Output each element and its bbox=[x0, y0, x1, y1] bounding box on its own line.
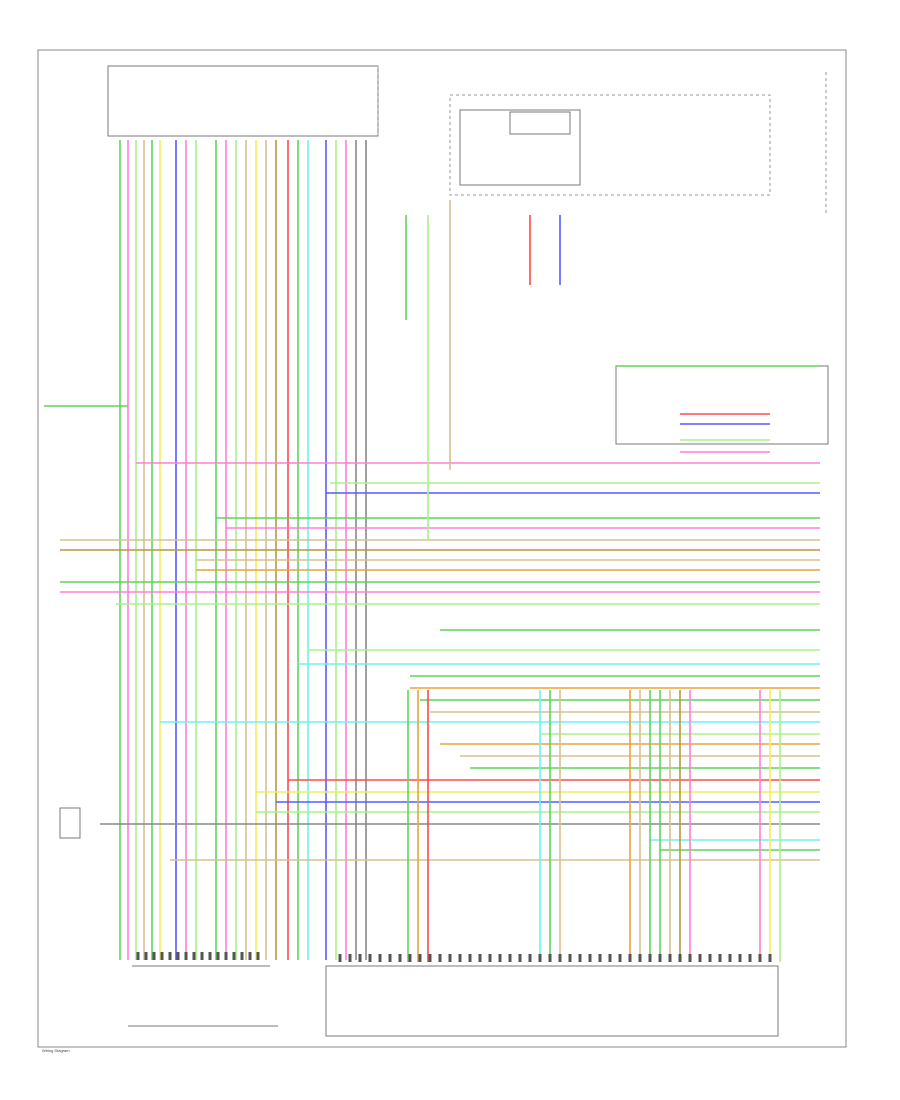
diagram-frame bbox=[37, 49, 847, 1048]
module-pin bbox=[508, 954, 512, 962]
module-pin bbox=[688, 954, 692, 962]
module-pin bbox=[448, 954, 452, 962]
module-pin bbox=[528, 954, 532, 962]
connector-pin bbox=[256, 952, 260, 960]
left-lower-switch-box bbox=[59, 807, 81, 839]
module-pin bbox=[608, 954, 612, 962]
module-pin bbox=[538, 954, 542, 962]
module-pin bbox=[468, 954, 472, 962]
module-pin bbox=[668, 954, 672, 962]
module-pin bbox=[708, 954, 712, 962]
wires-group bbox=[44, 140, 820, 962]
connector-pin bbox=[248, 952, 252, 960]
module-pin bbox=[658, 954, 662, 962]
module-pin bbox=[738, 954, 742, 962]
module-pin bbox=[458, 954, 462, 962]
module-pin bbox=[358, 954, 362, 962]
module-pin bbox=[478, 954, 482, 962]
module-pin bbox=[598, 954, 602, 962]
connector-pin bbox=[176, 952, 180, 960]
module-pin bbox=[408, 954, 412, 962]
module-pin bbox=[558, 954, 562, 962]
module-pin bbox=[498, 954, 502, 962]
module-pin bbox=[768, 954, 772, 962]
connector-pin bbox=[224, 952, 228, 960]
module-pin bbox=[678, 954, 682, 962]
module-pin bbox=[398, 954, 402, 962]
connector-pin bbox=[184, 952, 188, 960]
connector-pin bbox=[160, 952, 164, 960]
module-pin bbox=[698, 954, 702, 962]
module-pin bbox=[748, 954, 752, 962]
module-pin bbox=[628, 954, 632, 962]
control-unit-inner-box bbox=[459, 109, 581, 186]
module-pin bbox=[728, 954, 732, 962]
connector-pin bbox=[136, 952, 140, 960]
top-left-connector-block bbox=[107, 65, 379, 137]
module-pin bbox=[338, 954, 342, 962]
module-pin bbox=[438, 954, 442, 962]
connector-pin bbox=[152, 952, 156, 960]
module-pin bbox=[718, 954, 722, 962]
module-pin bbox=[588, 954, 592, 962]
connector-pin bbox=[240, 952, 244, 960]
module-pin bbox=[618, 954, 622, 962]
control-unit-sub-box bbox=[509, 111, 571, 135]
bottom-control-module bbox=[325, 965, 779, 1037]
connector-pin bbox=[168, 952, 172, 960]
module-pin bbox=[348, 954, 352, 962]
module-pin bbox=[758, 954, 762, 962]
module-pin bbox=[418, 954, 422, 962]
module-pin bbox=[648, 954, 652, 962]
connector-pin bbox=[208, 952, 212, 960]
connector-pin bbox=[232, 952, 236, 960]
module-pin bbox=[518, 954, 522, 962]
module-pin bbox=[488, 954, 492, 962]
connector-pin bbox=[192, 952, 196, 960]
module-pin bbox=[388, 954, 392, 962]
module-pin bbox=[378, 954, 382, 962]
connector-pin bbox=[200, 952, 204, 960]
module-pin bbox=[568, 954, 572, 962]
module-pin bbox=[368, 954, 372, 962]
connector-pin bbox=[216, 952, 220, 960]
module-pin bbox=[548, 954, 552, 962]
diagram-code: Wiring Diagram bbox=[42, 1048, 70, 1053]
module-pin bbox=[428, 954, 432, 962]
connector-pin bbox=[144, 952, 148, 960]
module-pin bbox=[578, 954, 582, 962]
module-pin bbox=[638, 954, 642, 962]
right-sub-connector-box bbox=[615, 365, 829, 445]
